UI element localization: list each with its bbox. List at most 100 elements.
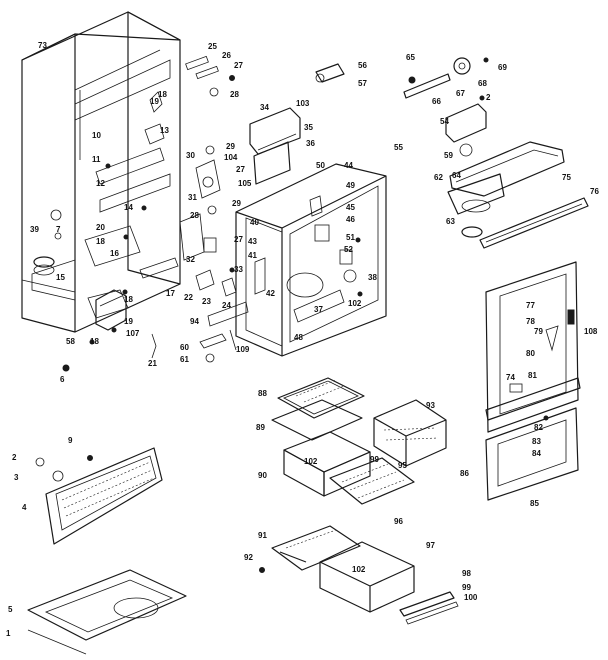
callout-17: 17 bbox=[166, 289, 175, 298]
callout-33: 33 bbox=[234, 265, 243, 274]
callout-75: 75 bbox=[562, 173, 571, 182]
callout-91: 91 bbox=[258, 531, 267, 540]
crisper-drawer bbox=[259, 525, 459, 625]
callout-94: 94 bbox=[190, 317, 199, 326]
callout-96: 96 bbox=[394, 517, 403, 526]
callout-39: 39 bbox=[30, 225, 39, 234]
callout-89: 89 bbox=[256, 423, 265, 432]
callout-73: 73 bbox=[38, 41, 47, 50]
callout-35: 35 bbox=[304, 123, 313, 132]
callout-93: 93 bbox=[426, 401, 435, 410]
callout-6: 6 bbox=[60, 375, 65, 384]
callout-74: 74 bbox=[506, 373, 515, 382]
callout-109: 109 bbox=[236, 345, 250, 354]
callout-16: 16 bbox=[110, 249, 119, 258]
callout-45: 45 bbox=[346, 203, 355, 212]
callout-15: 15 bbox=[56, 273, 65, 282]
callout-32: 32 bbox=[186, 255, 195, 264]
callout-10: 10 bbox=[92, 131, 101, 140]
callout-24: 24 bbox=[222, 301, 231, 310]
callout-97: 97 bbox=[426, 541, 435, 550]
callout-43: 43 bbox=[248, 237, 257, 246]
callout-23: 23 bbox=[202, 297, 211, 306]
callout-61: 61 bbox=[180, 355, 189, 364]
freezer-liner bbox=[235, 163, 387, 357]
callout-99b: 99 bbox=[462, 583, 471, 592]
base-pan bbox=[27, 569, 187, 655]
callout-11: 11 bbox=[92, 155, 101, 164]
callout-18d: 18 bbox=[90, 337, 99, 346]
callout-102b: 102 bbox=[304, 457, 318, 466]
callout-69: 69 bbox=[498, 63, 507, 72]
callout-12: 12 bbox=[96, 179, 105, 188]
callout-67: 67 bbox=[456, 89, 465, 98]
callout-19: 19 bbox=[150, 97, 159, 106]
shelves-and-bins bbox=[271, 377, 447, 505]
callout-57: 57 bbox=[358, 79, 367, 88]
callout-25: 25 bbox=[208, 42, 217, 51]
callout-62: 62 bbox=[434, 173, 443, 182]
callout-65a: 65 bbox=[406, 53, 415, 62]
callout-66: 66 bbox=[432, 97, 441, 106]
callout-86: 86 bbox=[460, 469, 469, 478]
callout-41: 41 bbox=[248, 251, 257, 260]
callout-82: 82 bbox=[534, 423, 543, 432]
callout-80: 80 bbox=[526, 349, 535, 358]
callout-5: 5 bbox=[8, 605, 13, 614]
callout-31: 31 bbox=[188, 193, 197, 202]
ice-maker-assembly bbox=[403, 57, 589, 249]
callout-64: 64 bbox=[452, 171, 461, 180]
callout-13: 13 bbox=[160, 126, 169, 135]
callout-92: 92 bbox=[244, 553, 253, 562]
callout-42: 42 bbox=[266, 289, 275, 298]
cabinet-shell bbox=[21, 11, 181, 333]
callout-95: 95 bbox=[398, 461, 407, 470]
callout-38: 38 bbox=[368, 273, 377, 282]
callout-49: 49 bbox=[346, 181, 355, 190]
callout-54: 54 bbox=[440, 117, 449, 126]
callout-28: 28 bbox=[230, 90, 239, 99]
callout-84: 84 bbox=[532, 449, 541, 458]
callout-56: 56 bbox=[358, 61, 367, 70]
callout-58: 58 bbox=[66, 337, 75, 346]
callout-79: 79 bbox=[534, 327, 543, 336]
callout-27a: 27 bbox=[234, 61, 243, 70]
callout-100: 100 bbox=[464, 593, 478, 602]
callout-3: 3 bbox=[14, 473, 19, 482]
callout-98: 98 bbox=[462, 569, 471, 578]
callout-26: 26 bbox=[222, 51, 231, 60]
callout-104: 104 bbox=[224, 153, 238, 162]
callout-52: 52 bbox=[344, 245, 353, 254]
callout-2a: 2 bbox=[486, 93, 491, 102]
cabinet-hardware bbox=[33, 55, 235, 372]
grille-panel bbox=[35, 447, 163, 545]
door-frame bbox=[485, 261, 581, 501]
callout-9: 9 bbox=[68, 436, 73, 445]
callout-20: 20 bbox=[96, 223, 105, 232]
callout-29b: 29 bbox=[232, 199, 241, 208]
callout-103: 103 bbox=[296, 99, 310, 108]
callout-55: 55 bbox=[394, 143, 403, 152]
callout-105: 105 bbox=[238, 179, 252, 188]
callout-63: 63 bbox=[446, 217, 455, 226]
callout-59: 59 bbox=[444, 151, 453, 160]
callout-18b: 18 bbox=[96, 237, 105, 246]
callout-77: 77 bbox=[526, 301, 535, 310]
callout-102a: 102 bbox=[348, 299, 362, 308]
callout-68: 68 bbox=[478, 79, 487, 88]
callout-60: 60 bbox=[180, 343, 189, 352]
callout-37: 37 bbox=[314, 305, 323, 314]
callout-4: 4 bbox=[22, 503, 27, 512]
callout-27b: 27 bbox=[236, 165, 245, 174]
callout-99: 99 bbox=[370, 455, 379, 464]
callout-19b: 19 bbox=[124, 317, 133, 326]
callout-102c: 102 bbox=[352, 565, 366, 574]
callout-108: 108 bbox=[584, 327, 598, 336]
callout-90: 90 bbox=[258, 471, 267, 480]
callout-50: 50 bbox=[316, 161, 325, 170]
callout-83: 83 bbox=[532, 437, 541, 446]
callout-85: 85 bbox=[530, 499, 539, 508]
callout-1: 1 bbox=[6, 629, 11, 638]
